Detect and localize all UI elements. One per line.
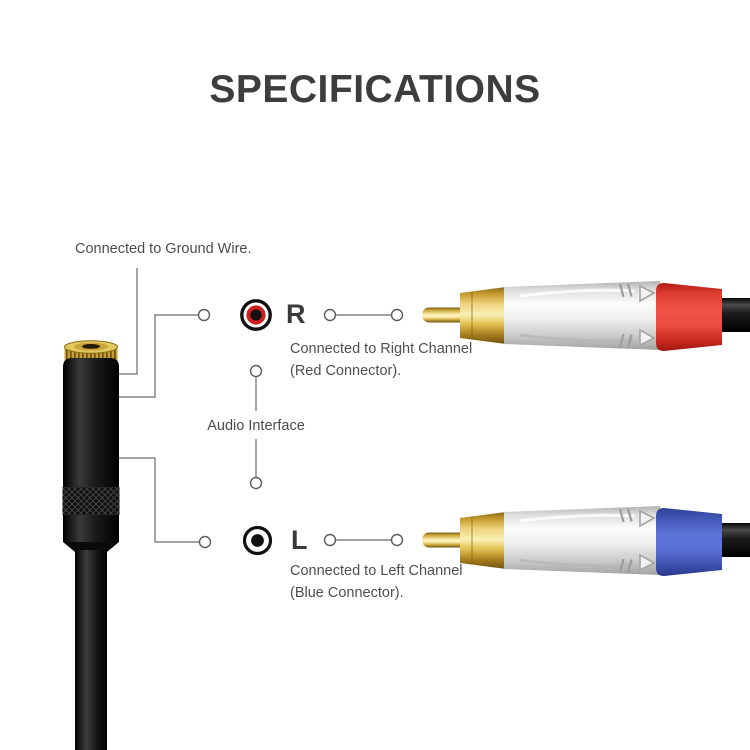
jack-socket-hole	[82, 344, 100, 349]
endpoint-circle	[323, 533, 337, 547]
gold-pin	[422, 532, 466, 548]
steel-barrel	[504, 281, 660, 350]
left-channel-letter: L	[291, 525, 308, 555]
left-channel-line	[114, 457, 199, 543]
blue-boot	[656, 508, 722, 576]
ground-wire-line	[119, 268, 138, 375]
right-channel-letter: R	[286, 299, 306, 329]
ground-wire-label: Connected to Ground Wire.	[75, 241, 252, 257]
endpoint-circle	[249, 476, 263, 490]
endpoint-circle	[198, 535, 212, 549]
steel-barrel	[504, 506, 660, 575]
left-channel-description-line1: Connected to Left Channel	[290, 563, 463, 579]
left-channel-description: Connected to Left Channel (Blue Connecto…	[290, 560, 463, 604]
black-knurled-grip	[62, 487, 120, 515]
right-channel-line	[119, 314, 198, 398]
red-boot	[656, 283, 722, 351]
left-channel-description-line2: (Blue Connector).	[290, 585, 404, 601]
gold-collar	[460, 512, 506, 569]
gold-collar	[460, 287, 506, 344]
jack-cable	[75, 550, 107, 750]
red-rca-connector	[422, 281, 750, 351]
audio-interface-label: Audio Interface	[207, 418, 305, 434]
blue-rca-connector	[422, 506, 750, 576]
rca-jack-red-ring-icon	[240, 299, 272, 331]
endpoint-circle	[390, 533, 404, 547]
right-channel-description-line2: (Red Connector).	[290, 363, 402, 379]
3-5mm-female-jack-connector	[62, 340, 120, 750]
endpoint-circle	[323, 308, 337, 322]
gold-pin	[422, 307, 466, 323]
endpoint-circle	[197, 308, 211, 322]
right-channel-description: Connected to Right Channel (Red Connecto…	[290, 338, 472, 382]
endpoint-circle	[390, 308, 404, 322]
rca-jack-black-dot-icon	[242, 525, 273, 556]
right-channel-description-line1: Connected to Right Channel	[290, 341, 473, 357]
page-title: SPECIFICATIONS	[209, 68, 541, 111]
endpoint-circle	[249, 364, 263, 378]
